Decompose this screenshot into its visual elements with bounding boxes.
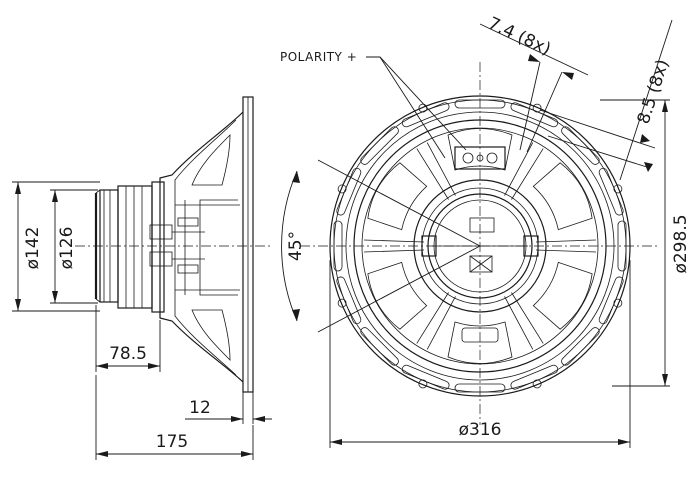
magnet	[117, 185, 153, 309]
magnet-ring	[413, 179, 547, 313]
dim-mount-hole: 7.4 (8x)	[485, 13, 554, 59]
dim-outer-diameter: ø316	[459, 420, 502, 440]
basket-window	[191, 309, 231, 361]
dim-bolt-circle: ø298.5	[671, 214, 691, 273]
side-view: ø142 ø126 78.5 12 175	[12, 96, 272, 460]
angle-arc	[281, 170, 298, 322]
basket-windows	[367, 128, 593, 364]
outer-rim	[329, 95, 631, 397]
dim-total-depth: 175	[156, 432, 188, 452]
basket-window	[191, 134, 231, 186]
dim-flange: 12	[189, 398, 211, 418]
bottom-vent	[461, 327, 499, 343]
dim-angle: 45°	[286, 231, 306, 261]
dim-diameter-inner: ø126	[57, 227, 77, 270]
dim-diameter-outer: ø142	[23, 227, 43, 270]
dust-cap	[427, 193, 533, 299]
terminal	[149, 224, 173, 240]
terminal	[149, 251, 173, 267]
dim-slot: 8.5 (8x)	[634, 57, 674, 127]
mounting-holes	[337, 103, 623, 389]
top-plate	[151, 181, 165, 313]
dim-depth-magnet: 78.5	[109, 344, 147, 364]
label-plate	[469, 255, 493, 273]
polarity-label: POLARITY +	[280, 50, 357, 64]
logo-mark	[469, 217, 495, 233]
front-view: POLARITY + 7.4 (8x) 8.5 (8x) ø298.5 ø316	[280, 13, 691, 448]
terminal-block	[454, 146, 506, 170]
basket-outline	[159, 111, 244, 383]
rim-slots	[333, 99, 627, 393]
